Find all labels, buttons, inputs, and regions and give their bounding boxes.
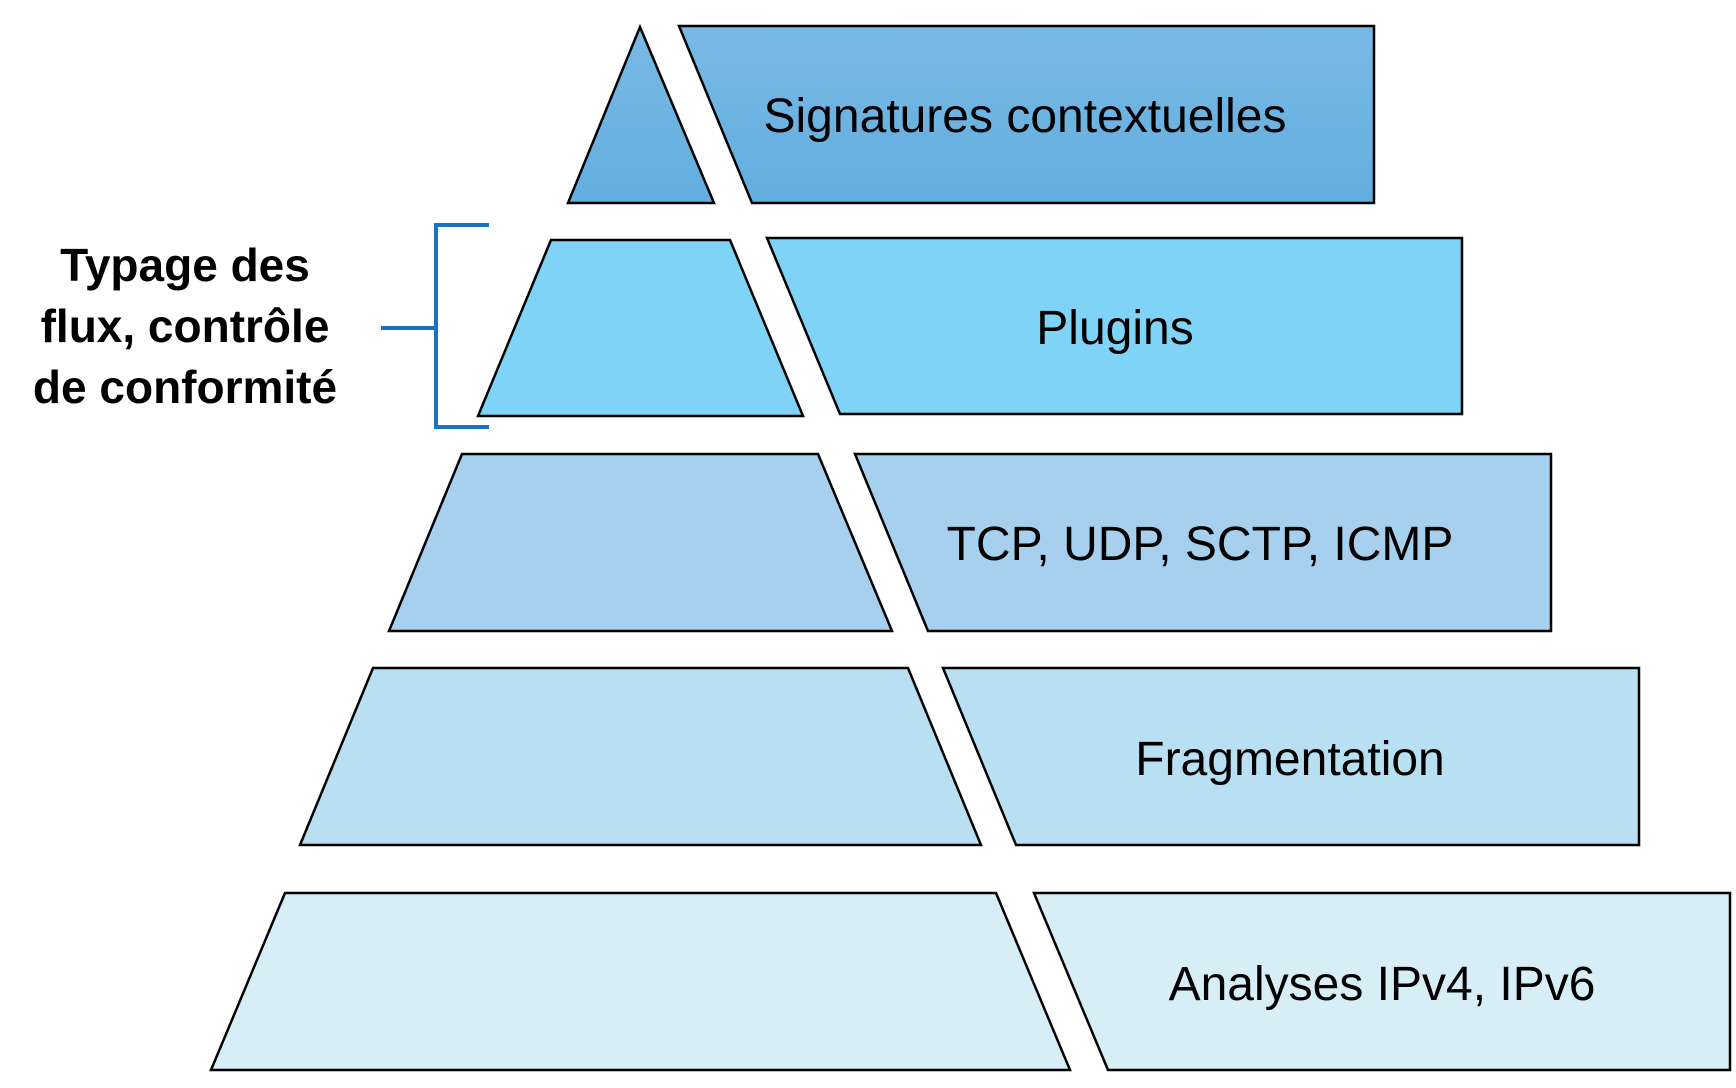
layer-label-transport: TCP, UDP, SCTP, ICMP xyxy=(947,518,1454,571)
layer-box-ip xyxy=(1032,891,1732,1072)
bracket xyxy=(381,223,489,429)
layer-label-signatures: Signatures contextuelles xyxy=(764,90,1287,143)
layer-box-transport xyxy=(853,452,1553,633)
layer-box-plugins xyxy=(765,236,1464,416)
layer-label-plugins: Plugins xyxy=(1036,302,1193,355)
layer-box-signatures xyxy=(677,24,1376,205)
pyramid-segment-signatures xyxy=(566,23,716,205)
bracket-label-line-1: Typage des xyxy=(60,239,310,291)
layer-label-fragmentation: Fragmentation xyxy=(1135,733,1445,786)
bracket-label-line-2: flux, contrôle xyxy=(41,300,330,352)
bracket-label-line-3: de conformité xyxy=(33,361,337,413)
pyramid-segment-fragmentation xyxy=(298,666,983,847)
pyramid-segment-plugins xyxy=(476,238,805,418)
layer-label-ip: Analyses IPv4, IPv6 xyxy=(1169,958,1596,1011)
pyramid-segment-ip xyxy=(209,891,1072,1072)
layer-box-fragmentation xyxy=(941,666,1641,847)
pyramid-segment-transport xyxy=(387,452,894,633)
